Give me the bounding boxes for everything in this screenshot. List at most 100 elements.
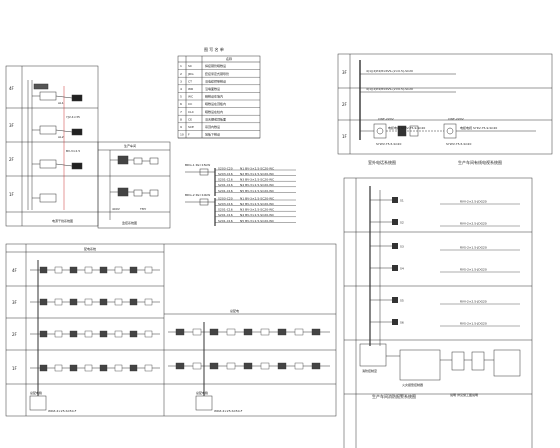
- legend-row-code: CT: [188, 79, 192, 83]
- legend-row-no: 9: [180, 125, 182, 129]
- bottom-row-breaker: [129, 330, 138, 338]
- legend-header-name: 名称: [226, 56, 232, 61]
- board-branch-cable: N1 BV-3×2.5-SC20-WC: [240, 196, 274, 200]
- floor-label-tv-1f: 1F: [342, 134, 348, 139]
- floor-label-1f-left: 1F: [9, 192, 15, 197]
- legend-row-code: CLC: [188, 110, 194, 114]
- mid-row-breaker: [243, 328, 253, 336]
- bus-label-1: 400V: [112, 207, 121, 211]
- drawing-note: 说明 详见施工图说明: [450, 392, 478, 397]
- legend-row-desc: 暗敷设在柱内: [205, 109, 223, 114]
- board-branch-breaker: S203-C16: [218, 172, 233, 176]
- fire-device: [392, 319, 398, 325]
- bottom-row-breaker: [114, 298, 123, 306]
- floor-label-bottom-1f: 1F: [12, 366, 18, 371]
- fire-device: [392, 197, 398, 203]
- phone-system-caption: 室外电话系统图: [368, 159, 396, 165]
- panel-label-b: AL2: [58, 135, 64, 139]
- legend-row-code: JDG: [187, 72, 194, 76]
- bottom-out-cable-1: WDZ-4×25-SC50-F: [48, 409, 77, 413]
- tv-amp-2: CWF-220V: [448, 117, 465, 121]
- legend-row-desc: 套接紧定式钢导管: [205, 71, 229, 76]
- board-branch-breaker: S203-C20: [218, 166, 233, 170]
- bottom-mid-title: 总配电: [230, 308, 239, 313]
- legend-row-code: WR: [188, 87, 193, 91]
- fire-device: [392, 297, 398, 303]
- board-branch-breaker: S201-C16: [218, 189, 233, 193]
- board-branch-cable: N3 BV-3×2.5-SC20-WC: [240, 208, 274, 212]
- mid-row-breaker: [311, 362, 321, 370]
- bottom-row-breaker: [129, 298, 138, 306]
- bottom-left-title: 配电系统: [84, 246, 96, 251]
- bottom-row-breaker: [39, 364, 48, 372]
- board1-title: BDG-1 Pe=15kW: [185, 163, 210, 167]
- bottom-row-breaker: [99, 298, 108, 306]
- floor-label-bottom-3f: 3F: [12, 300, 18, 305]
- fire-branch-cable: RVS-2×1.5-JDG20: [460, 322, 487, 326]
- board-main-breaker: [199, 168, 209, 176]
- board2-title: BDG-2 Pe=10kW: [185, 193, 210, 197]
- fire-device: [392, 243, 398, 249]
- fire-branch-tag: S4: [400, 267, 404, 271]
- legend-row-desc: 焊接钢管暗敷设: [205, 63, 226, 68]
- fire-branch-tag: S5: [400, 299, 404, 303]
- bus-label-2: TMY: [139, 207, 146, 211]
- board-branch-breaker: S203-C20: [218, 196, 233, 200]
- bottom-row-breaker: [114, 330, 123, 338]
- fire-control-room: 消防控制室: [362, 368, 377, 373]
- fire-branch-cable: RVV-2×2.5-JDG20: [460, 222, 487, 226]
- mid-row-breaker: [226, 328, 236, 336]
- bottom-row-breaker: [129, 266, 138, 274]
- fire-branch-cable: RVV-2×2.5-JDG20: [460, 200, 487, 204]
- legend-row-code: CE: [188, 117, 192, 121]
- legend-row-desc: 沿墙面敷设: [205, 86, 220, 91]
- fire-device: [392, 265, 398, 271]
- mid-row-breaker: [260, 362, 270, 370]
- tv-trunk-2: 电缆电视 SYKV-75-9-SC20: [460, 125, 497, 130]
- tv-floor-cable-1: 4(1)(2)P4/8×RVS-(2×0.5)-SC20: [366, 69, 413, 73]
- bottom-row-breaker: [39, 330, 48, 338]
- floor-label-2f-left: 2F: [9, 157, 15, 162]
- bottom-row-breaker: [84, 298, 93, 306]
- board-branch-breaker: S201-C16: [218, 178, 233, 182]
- mid-row-breaker: [294, 328, 304, 336]
- fire-alarm-frame: [343, 177, 533, 448]
- fire-branch-cable: RVV-2×2.5-JDG20: [460, 300, 487, 304]
- board-branch-cable: N2 BV-3×2.5-SC20-WC: [240, 172, 274, 176]
- bottom-floor-rows: [30, 260, 330, 396]
- legend-row-no: 10: [180, 133, 184, 137]
- legend-row-no: 1: [180, 64, 182, 68]
- board-branch-cable: N5 BV-3×2.5-SC20-WC: [240, 219, 274, 223]
- bottom-box-2: 总配电箱: [196, 390, 208, 395]
- legend-row-desc: 沿电缆桥架敷设: [205, 78, 226, 83]
- legend-row-desc: 暗敷设在顶板内: [205, 101, 226, 106]
- bottom-left-frame: [5, 243, 337, 417]
- bottom-row-breaker: [54, 266, 63, 274]
- legend-row-code: WC: [188, 95, 193, 99]
- bottom-row-breaker: [39, 298, 48, 306]
- board-branch-cable: N5 BV-3×2.5-SC20-WC: [240, 189, 274, 193]
- legend-row-no: 8: [180, 117, 182, 121]
- legend-row-desc: 地板下敷设: [205, 132, 220, 137]
- bottom-row-breaker: [144, 330, 153, 338]
- mid-row-breaker: [175, 362, 185, 370]
- legend-row-desc: 吊顶内敷设: [205, 124, 220, 129]
- mid-row-breaker: [311, 328, 321, 336]
- bottom-row-breaker: [69, 330, 78, 338]
- legend-row-no: 6: [180, 102, 182, 106]
- wire-note-left: BV-3×2.5: [66, 149, 80, 153]
- board-branch-cable: N4 BV-3×2.5-SC20-WC: [240, 213, 274, 217]
- floor-label-tv-2f: 2F: [342, 102, 348, 107]
- board-branch-cable: N3 BV-3×2.5-SC20-WC: [240, 178, 274, 182]
- bottom-row-breaker: [129, 364, 138, 372]
- floor-label-3f-left: 3F: [9, 123, 15, 128]
- mid-row-breaker: [175, 328, 185, 336]
- legend-row-lines: [178, 69, 260, 139]
- fire-panel-label: 火灾报警控制器: [402, 382, 423, 387]
- mid-row-breaker: [243, 362, 253, 370]
- mid-row-breaker: [226, 362, 236, 370]
- mid-row-breaker: [209, 362, 219, 370]
- cable-note-left: YJV-4×35: [66, 115, 80, 119]
